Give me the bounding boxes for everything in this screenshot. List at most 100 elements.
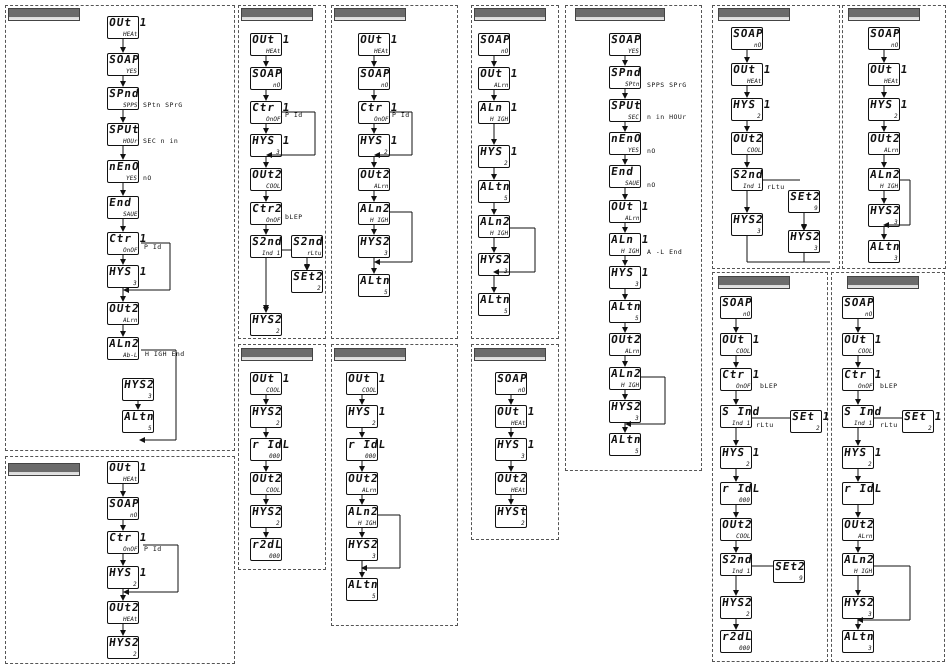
option-note: n in HOUr [647, 113, 687, 121]
panel-p1 [5, 5, 235, 451]
option-note: P Id [285, 111, 303, 119]
panel-p4 [238, 344, 326, 570]
option-note: rLtu [767, 183, 785, 191]
panel-header-bar [8, 463, 80, 476]
panel-header-bar [847, 276, 919, 289]
option-note: SPtn SPrG [143, 101, 183, 109]
panel-header-bar [474, 348, 546, 361]
option-note: P Id [144, 545, 162, 553]
option-note: SEC n in [143, 137, 179, 145]
panel-header-bar [241, 8, 313, 21]
panel-p11 [842, 5, 946, 269]
option-note: A -L End [647, 248, 683, 256]
panel-header-bar [718, 276, 790, 289]
option-note: SPPS SPrG [647, 81, 687, 89]
option-note: P Id [144, 243, 162, 251]
option-note: H IGH End [145, 350, 185, 358]
option-note: rLtu [880, 421, 898, 429]
panel-p9 [565, 5, 702, 471]
option-note: nO [647, 147, 656, 155]
option-note: nO [647, 181, 656, 189]
panel-p13 [831, 272, 945, 662]
panel-p7 [471, 5, 559, 339]
panel-p5 [331, 5, 458, 339]
panel-header-bar [718, 8, 790, 21]
lcd-parameter-display: r IdL [842, 482, 883, 505]
option-note: bLEP [760, 382, 778, 390]
panel-header-bar [8, 8, 80, 21]
panel-header-bar [334, 348, 406, 361]
panel-header-bar [848, 8, 920, 21]
panel-header-bar [575, 8, 665, 21]
panel-header-bar [241, 348, 313, 361]
